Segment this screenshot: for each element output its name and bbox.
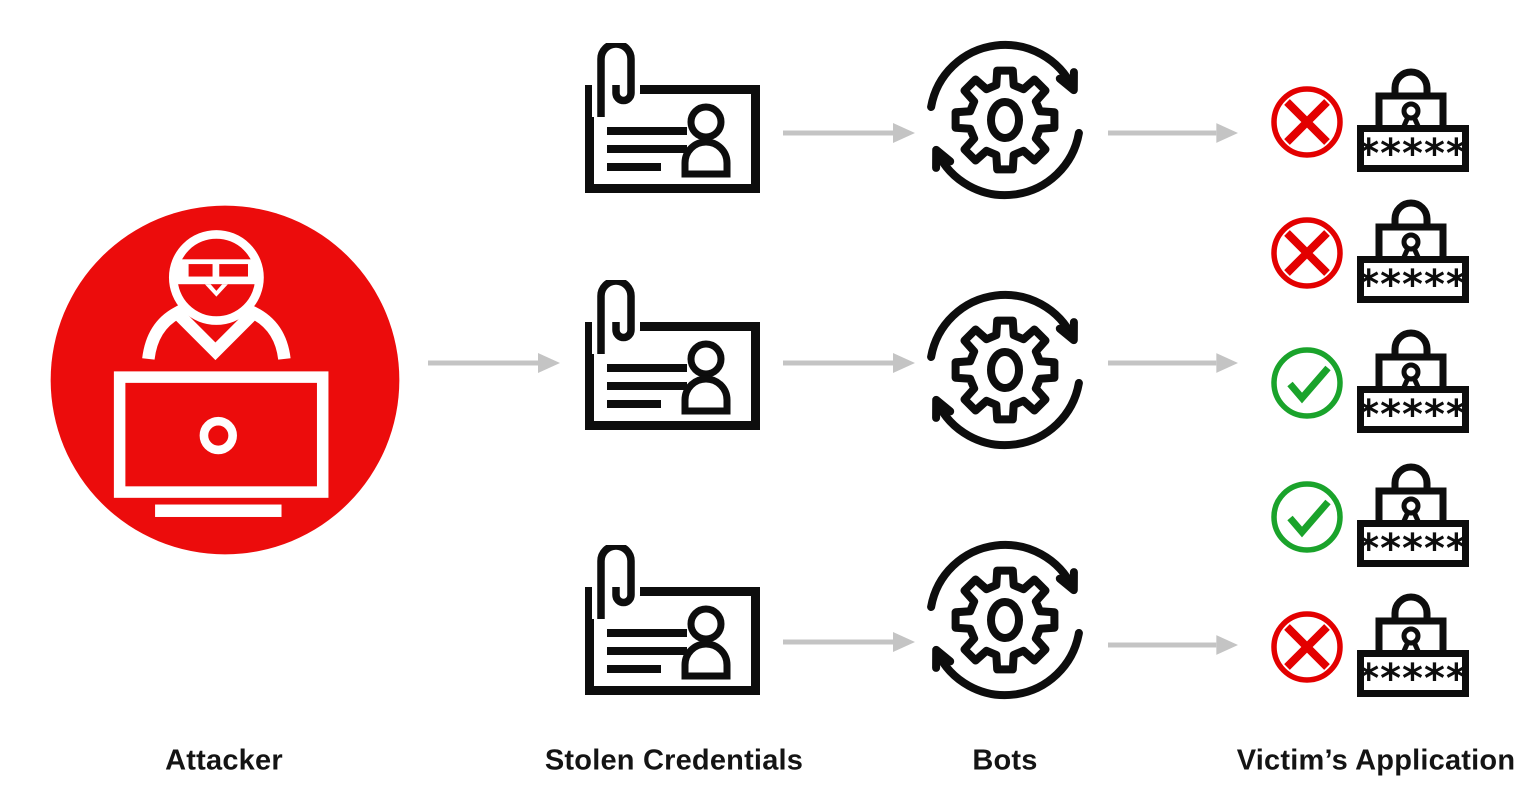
padlock-password-icon: ***** — [1357, 68, 1469, 177]
padlock-password-icon: ***** — [1357, 329, 1469, 438]
padlock-password-icon: ***** — [1357, 463, 1469, 572]
stolen-credential-card-icon-2 — [585, 280, 760, 430]
success-check-circle-icon — [1267, 343, 1347, 423]
arrow-bots-to-victim-3 — [1108, 633, 1238, 657]
login-attempt-row-5: ***** — [1267, 593, 1479, 702]
arrow-bots-to-victim-2 — [1108, 351, 1238, 375]
bots-label: Bots — [972, 744, 1038, 777]
login-attempt-row-3: ***** — [1267, 329, 1479, 438]
password-mask-text: ***** — [1358, 262, 1468, 308]
arrow-credentials-to-bots-1 — [783, 121, 915, 145]
password-mask-text: ***** — [1358, 526, 1468, 572]
fail-x-circle-icon — [1267, 607, 1347, 687]
password-mask-text: ***** — [1358, 392, 1468, 438]
password-mask-text: ***** — [1358, 656, 1468, 702]
fail-x-circle-icon — [1267, 213, 1347, 293]
password-mask-text: ***** — [1358, 131, 1468, 177]
attacker-hacker-at-laptop-icon — [43, 198, 407, 562]
login-attempt-row-1: ***** — [1267, 68, 1479, 177]
bot-gear-icon-2 — [920, 285, 1090, 455]
login-attempt-row-2: ***** — [1267, 199, 1479, 308]
bot-gear-icon-3 — [920, 535, 1090, 705]
arrow-credentials-to-bots-2 — [783, 351, 915, 375]
attacker-label: Attacker — [165, 744, 283, 777]
arrow-attacker-to-credentials — [428, 351, 560, 375]
stolen-credential-card-icon-3 — [585, 545, 760, 695]
arrow-bots-to-victim-1 — [1108, 121, 1238, 145]
fail-x-circle-icon — [1267, 82, 1347, 162]
stolen-credentials-label: Stolen Credentials — [544, 744, 804, 777]
arrow-credentials-to-bots-3 — [783, 630, 915, 654]
login-attempt-row-4: ***** — [1267, 463, 1479, 572]
success-check-circle-icon — [1267, 477, 1347, 557]
bot-gear-icon-1 — [920, 35, 1090, 205]
padlock-password-icon: ***** — [1357, 593, 1469, 702]
stolen-credential-card-icon-1 — [585, 43, 760, 193]
padlock-password-icon: ***** — [1357, 199, 1469, 308]
victim-application-label: Victim’s Application — [1236, 744, 1516, 777]
